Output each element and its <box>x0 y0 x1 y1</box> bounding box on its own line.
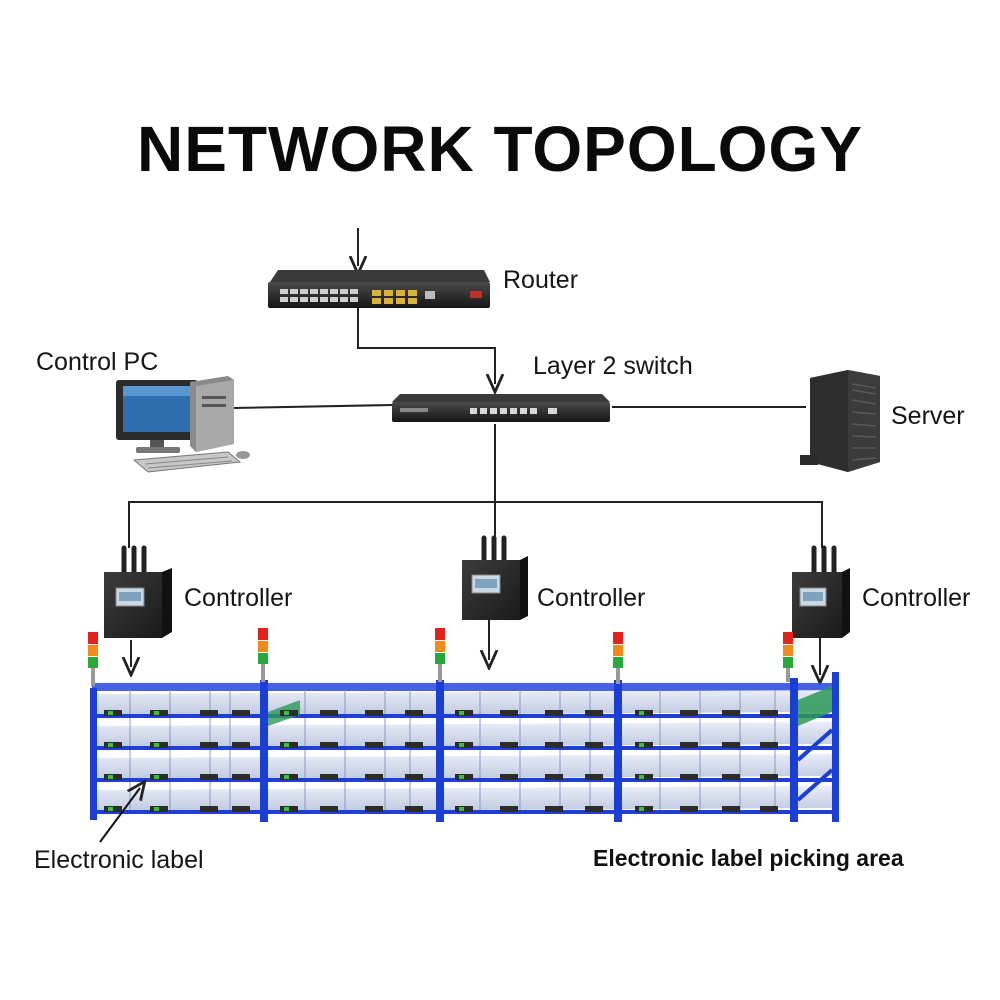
stack-light-3-icon <box>435 628 445 682</box>
router-icon <box>268 270 490 308</box>
pc-switch-cable <box>231 404 393 409</box>
controller-1-label: Controller <box>184 584 293 612</box>
electronic-label-pointer <box>99 788 140 843</box>
controller-2-label: Controller <box>537 584 646 612</box>
control-pc-icon <box>116 376 250 473</box>
stack-light-5-icon <box>783 632 793 682</box>
router-label: Router <box>503 266 579 294</box>
server-label: Server <box>891 402 965 430</box>
server-icon <box>800 370 880 472</box>
controller-2-icon <box>462 535 528 620</box>
controller-1-icon <box>104 545 172 638</box>
picking-area-caption: Electronic label picking area <box>593 845 904 871</box>
electronic-label-caption: Electronic label <box>34 846 204 874</box>
stack-light-1-icon <box>88 632 98 686</box>
layer2-switch-label: Layer 2 switch <box>533 352 693 380</box>
stack-light-4-icon <box>613 632 623 684</box>
controller-bus-cable <box>128 501 823 548</box>
picking-rack <box>90 672 839 822</box>
stack-light-2-icon <box>258 628 268 682</box>
controller-3-label: Controller <box>862 584 971 612</box>
diagram-title: NETWORK TOPOLOGY <box>137 113 863 185</box>
network-cables <box>129 228 822 675</box>
controller-3-icon <box>792 545 850 638</box>
rack-shelves <box>94 690 835 812</box>
layer2-switch-icon <box>392 394 610 422</box>
router-switch-cable <box>357 308 495 384</box>
control-pc-label: Control PC <box>36 348 159 376</box>
